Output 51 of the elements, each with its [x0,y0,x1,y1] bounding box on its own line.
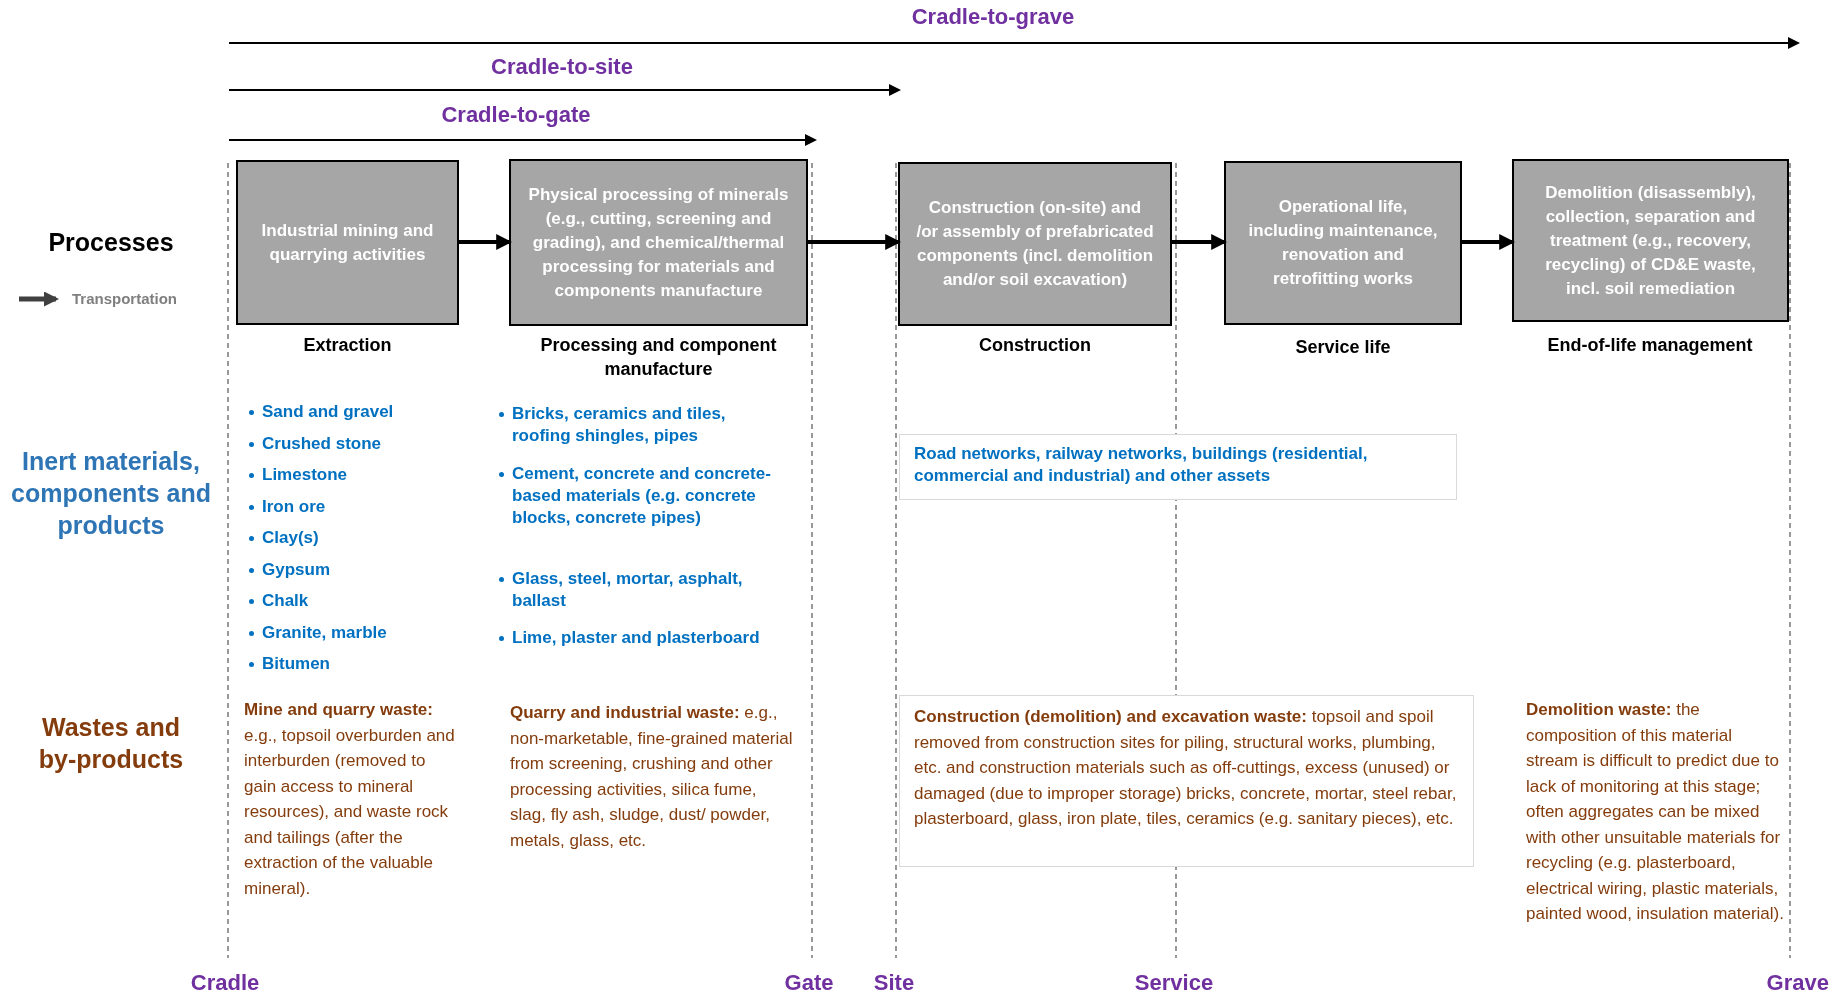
process-box [236,160,459,325]
material-item: Iron ore [262,495,327,518]
material-item: Clay(s) [262,527,320,549]
range-label: Cradle-to-gate [441,102,591,128]
stage-label: Processing and component manufacture [539,334,778,381]
process-text: Construction (on-site) and /or assembly of prefabricated components (incl. demolition and/or soil excavation) [916,197,1154,291]
row-heading: Wastes and by-products [37,712,185,775]
material-item: Sand and gravel [262,401,395,423]
legend-label: Transportation [72,290,177,307]
process-text: Demolition (disassembly), collection, separation and treatment (e.g., recovery, recycling) of CD&E waste, incl. soil remediation [1544,181,1757,300]
material-item: Cement, concrete and concrete-based materials (e.g. concrete blocks, concrete pipes) [512,463,772,529]
stage-label: Extraction [302,334,393,357]
row-heading: Inert materials, components and products [11,446,211,541]
material-item: Crushed stone [262,432,383,455]
range-label: Cradle-to-grave [911,4,1075,30]
material-item: Glass, steel, mortar, asphalt, ballast [512,568,744,612]
milestone-label: Gate [784,970,834,996]
row-heading: Processes [47,227,175,258]
material-item: Chalk [262,590,310,612]
process-text: Physical processing of minerals (e.g., cutting, screening and grading), and chemical/thermal processing for materials and components manufacture [527,183,790,302]
material-item: Bricks, ceramics and tiles, roofing shingles, pipes [512,403,727,447]
range-label: Cradle-to-site [491,54,633,80]
process-box [509,159,808,326]
arrow [808,234,902,250]
arrow [1172,234,1228,250]
material-item: Lime, plaster and plasterboard [512,627,761,649]
material-item: Gypsum [262,558,332,581]
material-item: Granite, marble [262,621,388,644]
assets-text: Road networks, railway networks, buildings (residential, commercial and industrial) and other assets [914,443,1369,487]
material-item: Limestone [262,464,349,486]
process-box [898,162,1172,326]
waste-description: Quarry and industrial waste: e.g., non-marketable, fine-grained material from screening, crushing and other processing activities, silica fume, slag, fly ash, sludge, dust/ powder, metals, glass, etc. [510,702,794,852]
process-text: Operational life, including maintenance, renovation and retrofitting works [1247,196,1439,290]
process-box [1224,161,1462,325]
material-item: Bitumen [262,653,331,675]
milestone-label: Cradle [190,970,260,996]
waste-description: Demolition waste: the composition of this material stream is difficult to predict due to lack of monitoring at this stage; often aggregates can be mixed with other unsuitable materials for recycling (e.g. plasterboard, electrical wiring, plastic materials, painted wood, insulation material). [1526,699,1785,925]
process-box [1512,159,1789,322]
arrow [1462,234,1516,250]
stage-label: Service life [1294,336,1392,359]
milestone-label: Service [1134,970,1214,996]
text-box [899,695,1474,867]
process-text: Industrial mining and quarrying activities [260,219,435,266]
waste-description: Mine and quarry waste: e.g., topsoil overburden and interburden (removed to gain access to mineral resources), and waste rock and tailings (after the extraction of the valuable mineral). [244,699,456,900]
milestone-label: Site [873,970,915,996]
stage-label: Construction [978,334,1092,357]
text-box [899,434,1457,500]
stage-label: End-of-life management [1546,334,1754,357]
waste-description: Construction (demolition) and excavation waste: topsoil and spoil removed from construction sites for piling, structural works, plumbing, etc. and construction materials such as off-cuttings, excess (unused) or damaged (due to improper storage) bricks, concrete, mortar, steel rebar, plasterboard, glass, iron plate, tiles, ceramics (e.g. sanitary pieces), etc. [914,706,1458,830]
milestone-label: Grave [1766,970,1829,996]
arrow [459,234,513,250]
